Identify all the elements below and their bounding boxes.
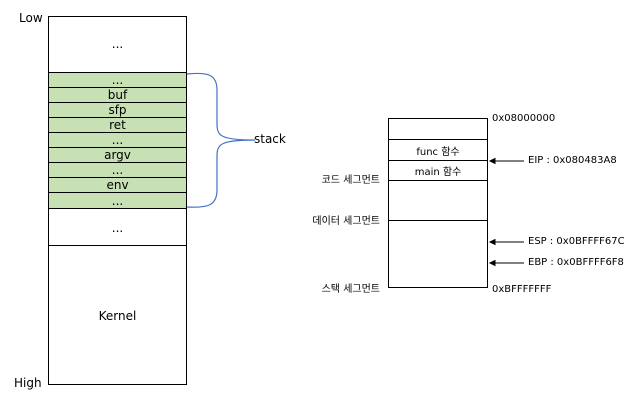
stack-row: ... (48, 132, 187, 148)
stack-row-env: env (48, 177, 187, 193)
eip-label: EIP : 0x080483A8 (528, 155, 617, 166)
segment-divider (388, 160, 488, 161)
kernel-cell: Kernel (98, 308, 137, 323)
stack-brace (186, 72, 255, 208)
segment-divider (388, 220, 488, 221)
memory-below-stack-cell: ... (111, 220, 124, 235)
code-segment-label: 코드 세그먼트 (321, 175, 380, 186)
stack-row: ... (48, 192, 187, 209)
stack-row-sfp: sfp (48, 102, 187, 118)
func-row: func 함수 (416, 146, 460, 158)
stack-row-argv: argv (48, 147, 187, 163)
esp-label: ESP : 0x0BFFFF67C (528, 236, 625, 247)
high-label: High (14, 376, 42, 390)
segment-divider (388, 180, 488, 181)
stack-row: ... (48, 72, 187, 88)
stack-row: ... (48, 162, 187, 178)
main-row: main 함수 (414, 167, 462, 178)
stack-row-buf: buf (48, 87, 187, 103)
segment-divider (388, 139, 488, 140)
pointer-arrows (488, 157, 524, 267)
address-top: 0x08000000 (492, 113, 556, 124)
address-bottom: 0xBFFFFFFF (492, 284, 552, 295)
stack-label: stack (254, 132, 286, 146)
kernel-divider (48, 245, 187, 246)
low-label: Low (19, 11, 43, 25)
data-segment-label: 데이터 세그먼트 (312, 216, 380, 227)
stack-segment-label: 스택 세그먼트 (321, 284, 380, 295)
stack-row-ret: ret (48, 117, 187, 133)
segment-column (388, 118, 488, 288)
memory-top-cell: ... (111, 37, 124, 51)
ebp-label: EBP : 0x0BFFFF6F8 (528, 257, 624, 268)
